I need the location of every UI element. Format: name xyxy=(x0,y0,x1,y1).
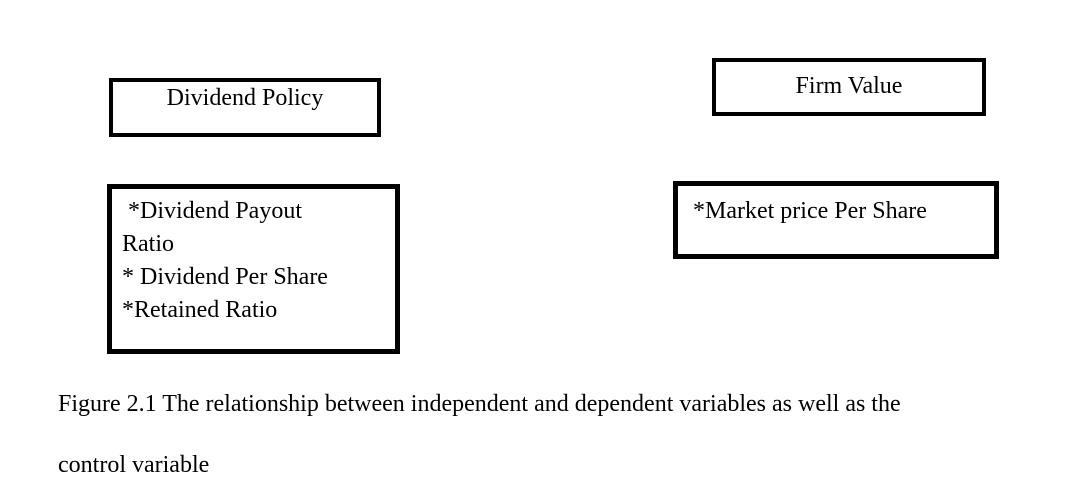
independent-item-line: *Dividend Payout xyxy=(122,198,302,224)
firm-value-items-box: *Market price Per Share xyxy=(673,181,999,259)
dividend-policy-label: Dividend Policy xyxy=(166,85,324,111)
independent-item-line: * Dividend Per Share xyxy=(122,264,328,290)
dependent-item-line: *Market price Per Share xyxy=(693,198,927,224)
figure-caption-line1: Figure 2.1 The relationship between inde… xyxy=(58,391,901,417)
independent-item-line: *Retained Ratio xyxy=(122,297,278,323)
figure-caption-line2: control variable xyxy=(58,452,210,478)
independent-item-line: Ratio xyxy=(122,231,174,257)
dividend-policy-box: Dividend Policy xyxy=(109,78,381,137)
dividend-policy-items-box: *Dividend Payout Ratio * Dividend Per Sh… xyxy=(107,184,400,354)
firm-value-label: Firm Value xyxy=(795,73,903,100)
firm-value-box: Firm Value xyxy=(712,58,986,116)
